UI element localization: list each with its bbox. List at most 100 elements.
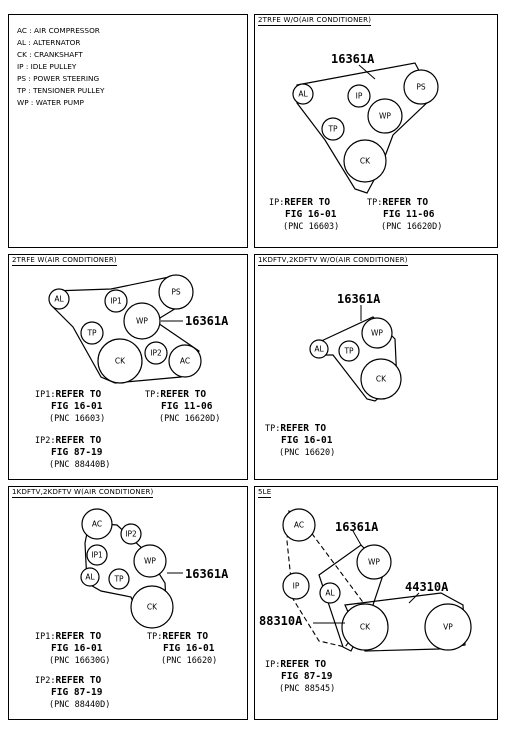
pulley-label: IP bbox=[293, 582, 300, 591]
reference-note: IP:REFER TO FIG 16-01 (PNC 16603) bbox=[269, 197, 340, 232]
reference-note: TP:REFER TO FIG 16-01 (PNC 16620) bbox=[265, 423, 336, 458]
part-number: 16361A bbox=[335, 520, 379, 534]
ck-pulley bbox=[97, 338, 143, 384]
ps-pulley bbox=[158, 274, 194, 310]
pulley-label: AC bbox=[180, 357, 190, 366]
al-pulley bbox=[48, 288, 70, 310]
reference-note: TP:REFER TO FIG 11-06 (PNC 16620D) bbox=[367, 197, 443, 232]
pulley-label: PS bbox=[171, 288, 181, 297]
ip2-pulley bbox=[120, 523, 142, 545]
pulley-label: WP bbox=[368, 558, 380, 567]
panel-title: 2TRFE W(AIR CONDITIONER) bbox=[12, 256, 117, 266]
panel-1kdftv-wo-ac: 1KDFTV,2KDFTV W/O(AIR CONDITIONER) WP AL… bbox=[254, 254, 498, 480]
al-pulley bbox=[80, 567, 100, 587]
panel-5le: 5LE AC WP IP AL CK VP 16361A 44310A 8831… bbox=[254, 486, 498, 720]
pulley-label: PS bbox=[416, 83, 426, 92]
wp-pulley bbox=[367, 98, 403, 134]
pulley-label: TP bbox=[113, 575, 124, 584]
ip-pulley bbox=[282, 572, 310, 600]
ck-pulley bbox=[360, 358, 402, 400]
panel-2trfe-w-ac: 2TRFE W(AIR CONDITIONER) AL IP1 PS WP TP… bbox=[8, 254, 248, 480]
panel-1kdftv-w-ac: 1KDFTV,2KDFTV W(AIR CONDITIONER) AC IP2 … bbox=[8, 486, 248, 720]
ac-pulley bbox=[168, 344, 202, 378]
legend-panel: AC : AIR COMPRESSOR AL : ALTERNATOR CK :… bbox=[8, 14, 248, 248]
legend-item: AC : AIR COMPRESSOR bbox=[17, 26, 100, 35]
panel-title: 1KDFTV,2KDFTV W(AIR CONDITIONER) bbox=[12, 488, 154, 498]
al-pulley bbox=[309, 339, 329, 359]
al-pulley bbox=[292, 83, 314, 105]
wp-pulley bbox=[133, 544, 167, 578]
reference-note: IP2:REFER TO FIG 87-19 (PNC 88440D) bbox=[35, 675, 111, 710]
pulley-label: AC bbox=[294, 521, 304, 530]
pulley-label: IP1 bbox=[91, 551, 103, 560]
legend-item: PS : POWER STEERING bbox=[17, 74, 100, 83]
belt-diagram: AC WP IP AL CK VP 16361A 44310A 88310A bbox=[259, 508, 472, 652]
pulley-label: AL bbox=[54, 295, 64, 304]
belt-diagram: AC IP2 IP1 WP AL TP CK 16361A bbox=[80, 508, 229, 629]
reference-note: IP:REFER TO FIG 87-19 (PNC 88545) bbox=[265, 659, 336, 694]
pulley-label: IP2 bbox=[125, 530, 137, 539]
ps-pulley bbox=[403, 69, 439, 105]
ck-pulley bbox=[341, 603, 389, 651]
legend-item: CK : CRANKSHAFT bbox=[17, 50, 83, 59]
pulley-label: AL bbox=[85, 573, 95, 582]
ac-pulley bbox=[81, 508, 113, 540]
panel-title: 5LE bbox=[258, 488, 272, 498]
belt-diagram: WP AL TP CK 16361A bbox=[309, 292, 402, 402]
reference-note: IP1:REFER TO FIG 16-01 (PNC 16630G) bbox=[35, 631, 111, 666]
pulley-label: CK bbox=[360, 157, 371, 166]
tp-pulley bbox=[321, 117, 345, 141]
part-number: 16361A bbox=[185, 314, 229, 328]
ac-belt bbox=[286, 509, 372, 648]
vp-belt bbox=[344, 592, 466, 652]
pulley-label: TP bbox=[86, 329, 97, 338]
pulley-label: AC bbox=[92, 520, 102, 529]
wp-pulley bbox=[356, 544, 392, 580]
part-number: 88310A bbox=[259, 614, 303, 628]
ck-pulley bbox=[130, 585, 174, 629]
legend-item: TP : TENSIONER PULLEY bbox=[17, 86, 105, 95]
reference-note: TP:REFER TO FIG 11-06 (PNC 16620D) bbox=[145, 389, 221, 424]
legend-item: WP : WATER PUMP bbox=[17, 98, 84, 107]
pulley-label: WP bbox=[379, 112, 391, 121]
vp-pulley bbox=[424, 603, 472, 651]
pulley-label: IP bbox=[356, 92, 363, 101]
tp-pulley bbox=[338, 340, 360, 362]
leader-line bbox=[358, 64, 376, 80]
legend-item: AL : ALTERNATOR bbox=[17, 38, 81, 47]
reference-note: TP:REFER TO FIG 16-01 (PNC 16620) bbox=[147, 631, 218, 666]
ip1-pulley bbox=[104, 289, 128, 313]
pulley-label: WP bbox=[136, 317, 148, 326]
legend-item: IP : IDLE PULLEY bbox=[17, 62, 77, 71]
abbreviation-legend: AC : AIR COMPRESSOR AL : ALTERNATOR CK :… bbox=[17, 25, 104, 109]
pulley-label: CK bbox=[147, 603, 158, 612]
panel-title: 2TRFE W/O(AIR CONDITIONER) bbox=[258, 16, 372, 26]
part-number: 44310A bbox=[405, 580, 449, 594]
pulley-label: IP1 bbox=[110, 297, 122, 306]
al-pulley bbox=[319, 582, 341, 604]
pulley-label: TP bbox=[343, 347, 354, 356]
reference-note: IP2:REFER TO FIG 87-19 (PNC 88440B) bbox=[35, 435, 111, 470]
pulley-label: CK bbox=[115, 357, 126, 366]
pulley-label: WP bbox=[371, 329, 383, 338]
pulley-label: IP2 bbox=[150, 349, 162, 358]
leader-line bbox=[352, 530, 362, 546]
tp-pulley bbox=[80, 321, 104, 345]
leader-line bbox=[408, 592, 420, 604]
pulley-label: TP bbox=[327, 125, 338, 134]
belt-diagram: AL IP1 PS WP TP CK IP2 AC 16361A bbox=[48, 274, 229, 384]
wp-pulley bbox=[123, 302, 161, 340]
pulley-label: AL bbox=[314, 345, 324, 354]
tp-pulley bbox=[108, 568, 130, 590]
pulley-label: WP bbox=[144, 557, 156, 566]
reference-note: IP1:REFER TO FIG 16-01 (PNC 16603) bbox=[35, 389, 106, 424]
ip2-pulley bbox=[144, 341, 168, 365]
part-number: 16361A bbox=[337, 292, 381, 306]
pulley-label: CK bbox=[376, 375, 387, 384]
pulley-label: AL bbox=[325, 589, 335, 598]
ck-pulley bbox=[343, 139, 387, 183]
belt-diagram: AL IP PS WP TP CK 16361A bbox=[292, 52, 439, 194]
pulley-label: CK bbox=[360, 623, 371, 632]
ip-pulley bbox=[347, 84, 371, 108]
panel-title: 1KDFTV,2KDFTV W/O(AIR CONDITIONER) bbox=[258, 256, 408, 266]
